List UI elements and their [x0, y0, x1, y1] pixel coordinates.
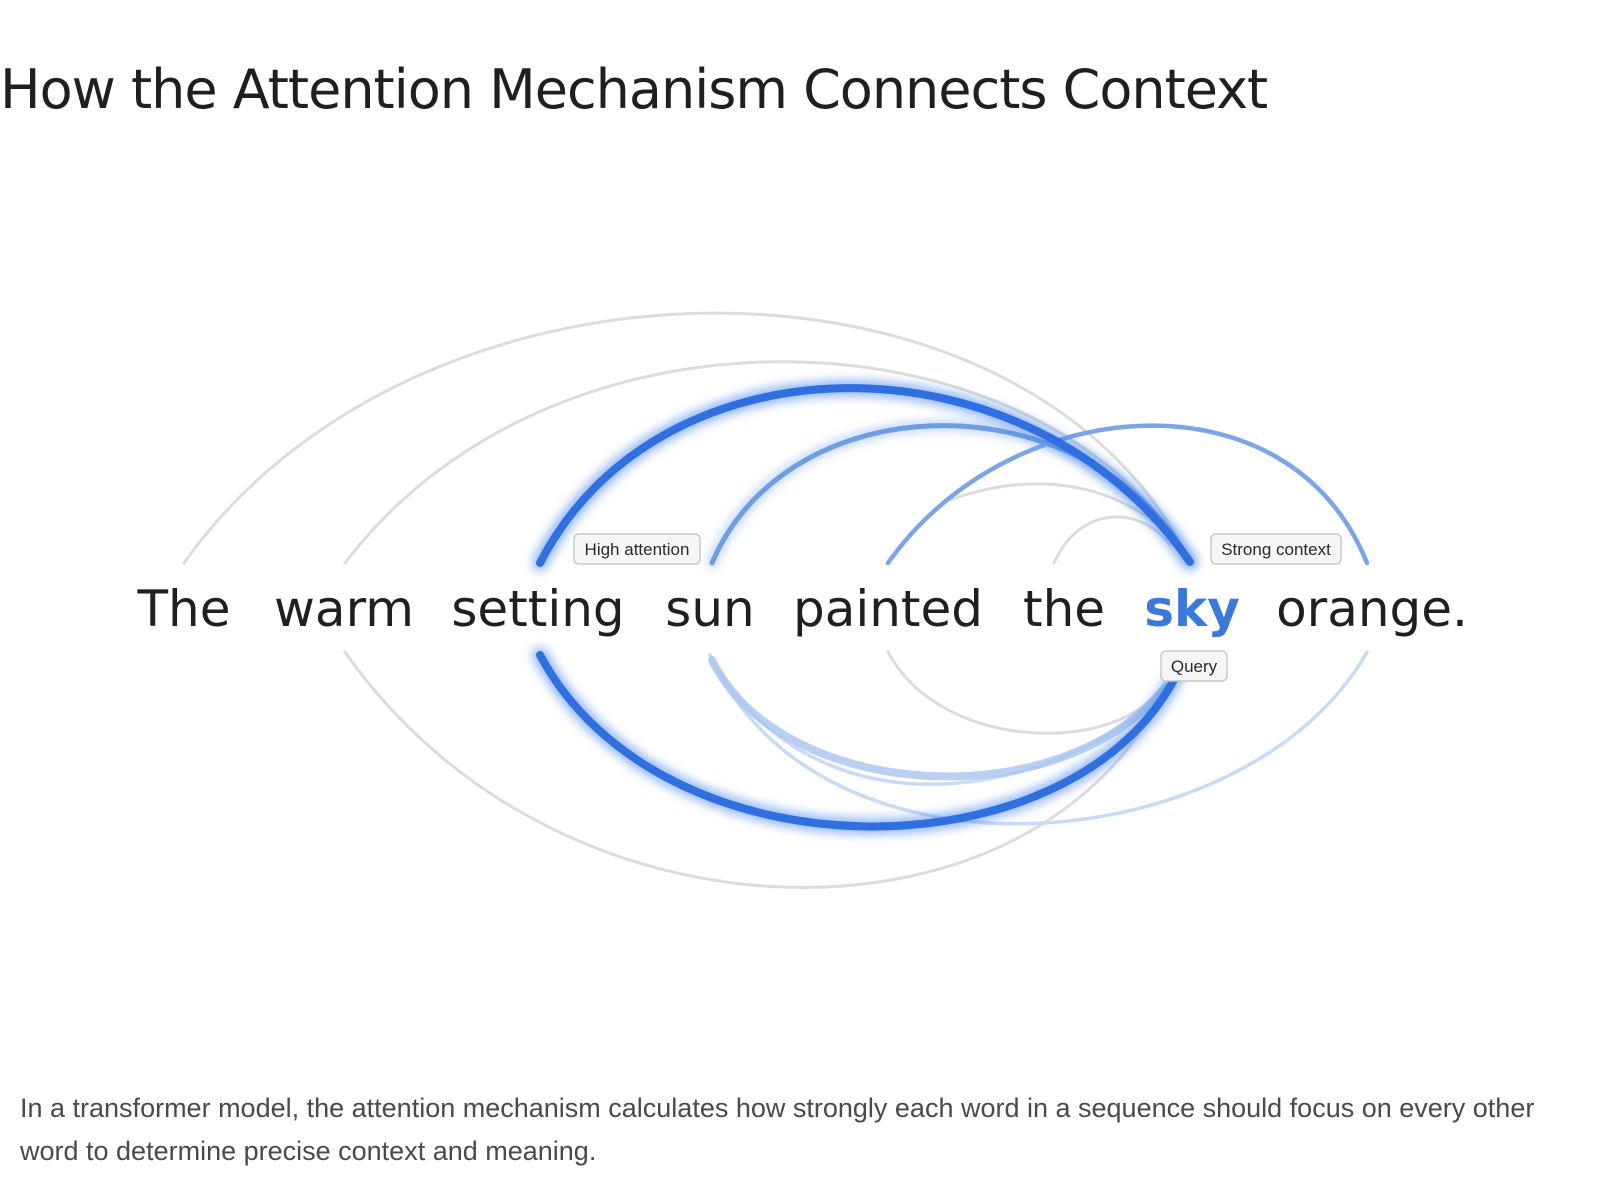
arc-setting-to-sky-below-glow — [532, 647, 1184, 835]
arc-orange-below — [708, 650, 1369, 826]
neutral-arcs-below — [343, 650, 1168, 889]
sentence: The warm setting sun painted the sky ora… — [137, 580, 1468, 638]
arc-warm-below — [343, 650, 1168, 889]
arc-painted-to-orange — [885, 423, 1370, 566]
tag-strong-context-label: Strong context — [1221, 540, 1331, 559]
word-painted: painted — [793, 580, 983, 638]
tag-strong-context: Strong context — [1210, 533, 1342, 565]
tag-query: Query — [1160, 650, 1228, 682]
arc-sun-to-sky-below — [708, 656, 1170, 781]
tag-high-attention: High attention — [573, 533, 701, 565]
word-orange: orange. — [1276, 580, 1468, 638]
word-sun: sun — [665, 580, 754, 638]
arc-setting-to-sky-below — [536, 651, 1180, 831]
page-title: How the Attention Mechanism Connects Con… — [0, 58, 1268, 121]
word-sky-query: sky — [1144, 580, 1240, 638]
arc-painted-below — [886, 650, 1162, 735]
word-the-2: the — [1023, 580, 1105, 638]
caption: In a transformer model, the attention me… — [20, 1093, 1535, 1166]
arc-setting-to-sky — [536, 384, 1194, 567]
tag-high-attention-label: High attention — [585, 540, 690, 559]
word-warm: warm — [274, 580, 414, 638]
word-setting: setting — [451, 580, 624, 638]
strong-arcs — [532, 380, 1198, 835]
word-the: The — [137, 580, 231, 638]
arc-the-to-sky — [182, 311, 1192, 565]
tag-query-label: Query — [1171, 657, 1218, 676]
